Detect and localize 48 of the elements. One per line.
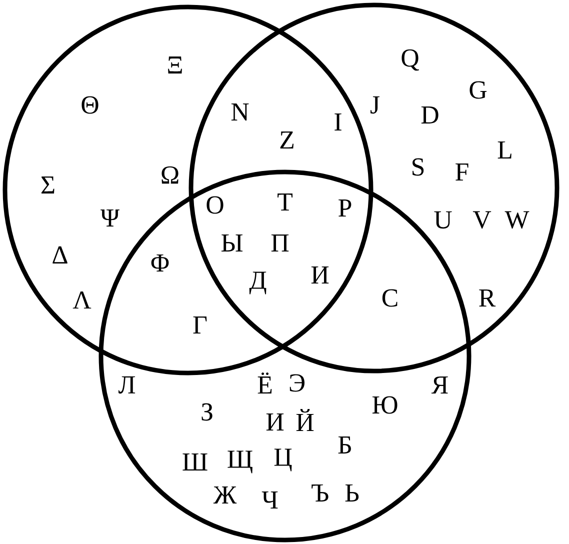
letter: Ξ xyxy=(168,56,182,74)
letter: Ъ xyxy=(312,484,328,502)
letter: Б xyxy=(338,436,351,454)
letter: Ё xyxy=(258,372,272,394)
letter: Й xyxy=(296,409,314,431)
letter: Λ xyxy=(72,291,92,309)
letter: L xyxy=(498,142,512,158)
letter: U xyxy=(434,211,452,229)
letter: O xyxy=(206,196,224,214)
letter: Ы xyxy=(221,234,243,252)
letter: W xyxy=(504,211,530,229)
letter: Z xyxy=(280,132,294,148)
letter: Я xyxy=(431,376,448,394)
letter: V xyxy=(472,211,492,229)
letter: Σ xyxy=(41,176,54,194)
letter: J xyxy=(370,96,380,114)
letter: Ц xyxy=(274,448,292,472)
letter: G xyxy=(470,81,487,99)
letter: Л xyxy=(118,376,136,394)
letter: Θ xyxy=(82,96,98,114)
letter: Щ xyxy=(228,450,252,474)
letter: Γ xyxy=(193,316,207,334)
letter: Ш xyxy=(182,454,208,470)
letter: N xyxy=(231,104,249,120)
letter: Φ xyxy=(151,254,169,272)
letter: Э xyxy=(290,374,304,392)
letter: Ю xyxy=(372,396,398,414)
letter: Ч xyxy=(262,492,278,508)
letter: T xyxy=(278,194,292,210)
letter: П xyxy=(271,234,289,252)
letter: R xyxy=(479,290,496,306)
letter: Δ xyxy=(52,246,68,264)
letter: Д xyxy=(249,272,266,294)
letter: З xyxy=(202,403,212,421)
letter: F xyxy=(456,164,468,180)
letter: S xyxy=(412,158,424,176)
letter: Ь xyxy=(345,484,359,502)
venn-circle xyxy=(188,2,560,374)
letter: Ж xyxy=(213,486,237,504)
letter: C xyxy=(382,289,398,307)
letter: И xyxy=(266,414,284,430)
letter: D xyxy=(421,106,438,124)
letter: Ω xyxy=(162,166,178,184)
letter: Ψ xyxy=(100,210,120,226)
letter: Q xyxy=(402,49,419,71)
letter: P xyxy=(338,200,352,216)
letter: И xyxy=(311,266,329,284)
letter: I xyxy=(334,114,342,130)
